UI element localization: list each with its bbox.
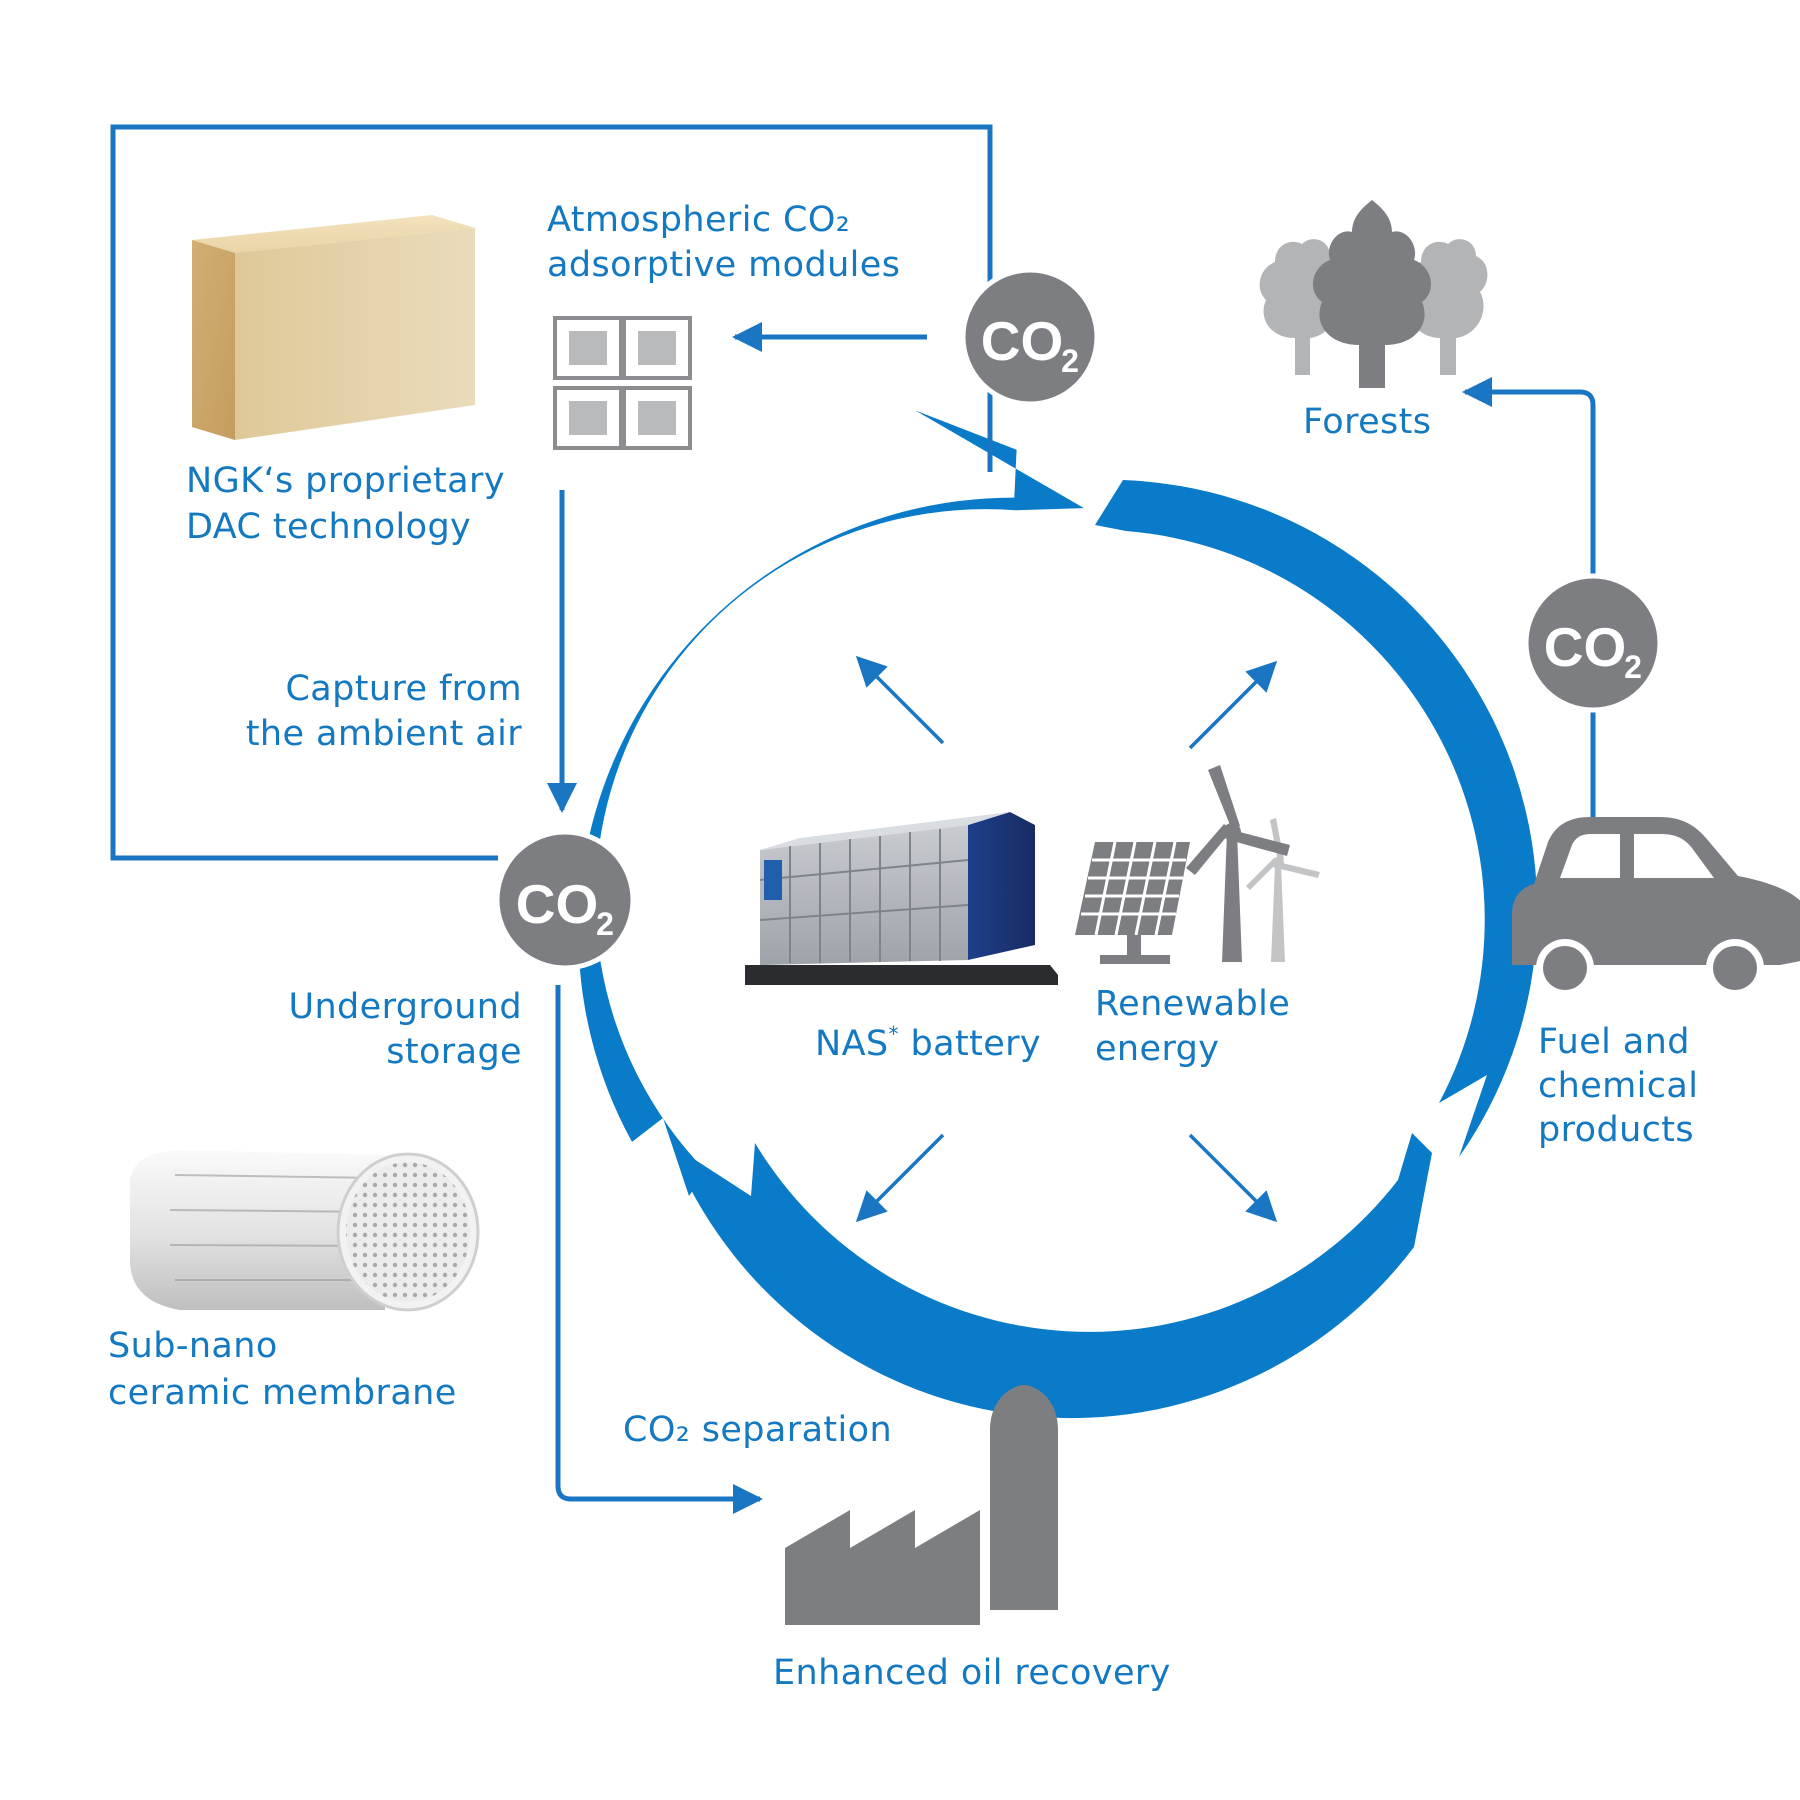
forest-trees-icon: [1259, 200, 1488, 388]
label-renewable-line2: energy: [1095, 1029, 1219, 1069]
co2-badge-right-sub: 2: [1624, 649, 1642, 685]
arrow-diag-lower-right: [1188, 1133, 1278, 1223]
co2-badge-left-main: CO: [516, 873, 599, 935]
label-capture-line2: the ambient air: [246, 714, 522, 754]
solar-panel-icon: [1075, 841, 1190, 964]
factory-icon: [785, 1385, 1058, 1625]
label-ngk-line1: NGK‘s proprietary: [186, 461, 505, 501]
co2-badge-left: CO 2: [494, 829, 636, 971]
arrow-diag-upper-right: [1188, 660, 1278, 750]
adsorptive-module-grid-icon: [553, 316, 692, 450]
label-atmospheric-line1: Atmospheric CO₂: [547, 200, 850, 240]
label-nas-battery: NAS* battery: [815, 1022, 1041, 1064]
co2-badge-top-main: CO: [981, 310, 1064, 372]
cycle-arrow-right: [1095, 480, 1538, 1157]
co2-badge-top: CO 2: [960, 267, 1100, 407]
label-atmospheric-line2: adsorptive modules: [547, 245, 900, 285]
arrow-to-oil-recovery: [555, 985, 763, 1514]
label-underground-line1: Underground: [288, 987, 522, 1027]
label-renewable-line1: Renewable: [1095, 984, 1290, 1024]
co2-badge-left-sub: 2: [596, 906, 614, 942]
labels: Atmospheric CO₂ adsorptive modules NGK‘s…: [108, 200, 1698, 1693]
co2-badge-right-main: CO: [1544, 616, 1627, 678]
arrow-diag-upper-left: [855, 655, 945, 745]
co2-badge-top-sub: 2: [1061, 343, 1079, 379]
label-co2-separation: CO₂ separation: [623, 1410, 892, 1450]
label-subnano-line2: ceramic membrane: [108, 1373, 457, 1413]
cycle-arrows: [578, 410, 1538, 1419]
co2-badge-right: CO 2: [1523, 573, 1663, 713]
dac-honeycomb-block-icon: [192, 215, 475, 440]
label-subnano-line1: Sub-nano: [108, 1326, 278, 1366]
label-nas-main: NAS: [815, 1024, 889, 1064]
label-fuel-line2: chemical: [1538, 1066, 1698, 1106]
arrow-to-forests: [1462, 377, 1596, 835]
label-nas-rest: battery: [899, 1024, 1041, 1064]
dac-frame-line: [110, 124, 993, 861]
label-ngk-line2: DAC technology: [186, 507, 471, 547]
cycle-arrow-left: [578, 410, 1084, 1196]
wind-turbine-icon: [1186, 765, 1320, 962]
car-icon: [1512, 817, 1800, 997]
arrow-diag-lower-left: [855, 1133, 945, 1223]
label-forests: Forests: [1303, 402, 1431, 442]
label-capture-line1: Capture from: [285, 669, 522, 709]
cycle-arrow-bottom: [680, 1133, 1432, 1419]
flow-lines: [110, 124, 1596, 1514]
label-fuel-line3: products: [1538, 1110, 1694, 1150]
label-enhanced-oil-recovery: Enhanced oil recovery: [773, 1653, 1171, 1693]
ceramic-membrane-tube-icon: [130, 1150, 480, 1312]
label-nas-star: *: [889, 1022, 899, 1046]
nas-battery-container-icon: [745, 812, 1058, 985]
label-underground-line2: storage: [386, 1032, 522, 1072]
label-fuel-line1: Fuel and: [1538, 1022, 1690, 1062]
